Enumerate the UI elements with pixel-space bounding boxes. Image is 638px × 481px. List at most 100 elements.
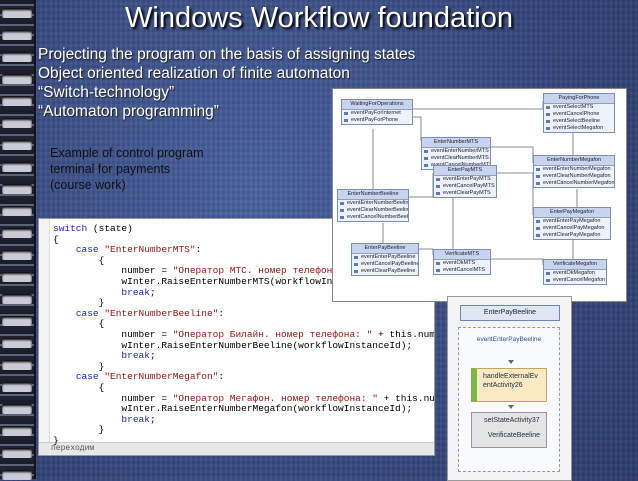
code-line: number = "Оператор Мегафон. номер телефо… [53, 392, 435, 404]
code-line: { [53, 318, 105, 330]
binder-ring [2, 162, 32, 172]
binder-ring [2, 470, 32, 480]
binder-ring [2, 360, 32, 370]
event-driven-sequence: eventEnterPayBeeline handleExternalEv en… [458, 327, 560, 472]
code-line: break; [121, 413, 156, 425]
binder-ring [2, 382, 32, 392]
code-line: case "EnterNumberMTS": [75, 244, 202, 256]
state-title: WaitingForOperations [342, 100, 412, 110]
transition-line [407, 173, 434, 198]
arrow-down-icon [508, 405, 514, 409]
code-line: case "EnterNumberMegafon": [75, 371, 225, 383]
transition-line [489, 258, 544, 265]
code-line: case "EnterNumberBeeline": [75, 307, 225, 319]
state-title: EnterNumberBeeline [338, 190, 408, 200]
code-line: wInter.RaiseEnterNumberMegafon(workflowI… [53, 403, 413, 415]
state-title: VerificateMTS [434, 250, 490, 260]
state-event: eventEnterPayBeeline [352, 254, 418, 261]
state-event: eventCancelNumberMegafon [534, 180, 614, 187]
activity-line: handleExternalEv [483, 373, 538, 380]
binder-ring [2, 448, 32, 458]
state-event: eventClearNumberBeeline [338, 207, 408, 214]
code-line: number = "Оператор Билайн. номер телефон… [53, 329, 435, 340]
caption-line: (course work) [50, 178, 126, 192]
sequence-label: eventEnterPayBeeline [476, 336, 542, 343]
binder-ring [2, 316, 32, 326]
bullet-item: “Automaton programming” [38, 103, 219, 120]
activity-line: entActivity26 [483, 382, 523, 389]
binder-ring [2, 30, 32, 40]
state-event: eventClearNumberMegafon [534, 173, 614, 180]
state-title: EnterNumberMegafon [534, 156, 614, 166]
activity-line: setStateActivity37 [484, 417, 540, 424]
binder-ring [2, 184, 32, 194]
target-state-label: VerificateBeeline [487, 432, 541, 439]
state-event: eventCancelMTS [434, 267, 490, 274]
state-title: VerificateMegafon [544, 260, 606, 270]
transition-line [495, 172, 534, 215]
transition-line [489, 146, 534, 163]
transition-line [411, 101, 544, 110]
code-line: } [53, 360, 105, 372]
code-line: wInter.RaiseEnterNumberMTS(workflowInsta… [53, 276, 390, 287]
state-title: EnterPayMegafon [534, 208, 610, 218]
binder-ring [2, 228, 32, 238]
binder-ring [2, 52, 32, 62]
state-event: eventSelectMegafon [544, 125, 614, 132]
state-event: eventCancelPayMegafon [534, 225, 610, 232]
bullet-list: Projecting the program on the basis of a… [38, 45, 415, 121]
state-event: eventSelectBeeline [544, 118, 614, 125]
state-title: EnterPayMTS [434, 166, 496, 176]
arrow-down-icon [508, 360, 514, 364]
state-event: eventPayForInternet [342, 110, 412, 117]
code-line: } [53, 424, 105, 436]
binder-ring [2, 338, 32, 348]
state-title: EnterPayBeeline [352, 244, 418, 254]
activity-state-title: EnterPayBeeline [460, 305, 560, 321]
code-line: break; [121, 286, 156, 298]
set-state-activity: setStateActivity37 VerificateBeeline [471, 412, 547, 448]
example-caption: Example of control program terminal for … [50, 145, 204, 193]
status-text: переходим [51, 444, 95, 453]
code-line: { [53, 382, 105, 393]
code-line: switch (state) [53, 223, 133, 234]
caption-line: terminal for payments [50, 162, 171, 176]
code-line: wInter.RaiseEnterNumberBeeline(workflowI… [53, 339, 413, 351]
state-event: eventCancelPayMTS [434, 183, 496, 190]
binder-ring [2, 96, 32, 106]
binder-ring [2, 74, 32, 84]
handle-external-event-activity: handleExternalEv entActivity26 [471, 368, 547, 402]
binder-ring [2, 206, 32, 216]
code-line: break; [121, 350, 156, 362]
code-line: { [53, 254, 105, 266]
binder-ring [2, 426, 32, 436]
state-event: eventClearPayMegafon [534, 232, 610, 239]
code-line: } [53, 297, 105, 309]
code-line: } [53, 435, 59, 446]
transition-line [417, 248, 434, 255]
slide-title: Windows Workflow foundation [125, 2, 513, 34]
state-event: eventClearPayBeeline [352, 268, 418, 275]
code-line: { [53, 233, 59, 245]
code-gutter [39, 219, 50, 455]
bullet-item: “Switch-technology” [38, 84, 175, 101]
binder-ring [2, 404, 32, 414]
binder-ring [2, 118, 32, 128]
state-event: eventEnterNumberMTS [422, 148, 490, 155]
state-title: PayingForPhone [544, 94, 614, 104]
binder-ring [2, 140, 32, 150]
state-event: eventOkMegafon [544, 270, 606, 277]
state-event: eventClearPayMTS [434, 190, 496, 197]
state-event: eventSelectMTS [544, 104, 614, 111]
binder-ring [2, 272, 32, 282]
transition-line [411, 116, 422, 141]
code-status-bar: переходим [39, 442, 434, 455]
state-event: eventEnterPayMTS [434, 176, 496, 183]
